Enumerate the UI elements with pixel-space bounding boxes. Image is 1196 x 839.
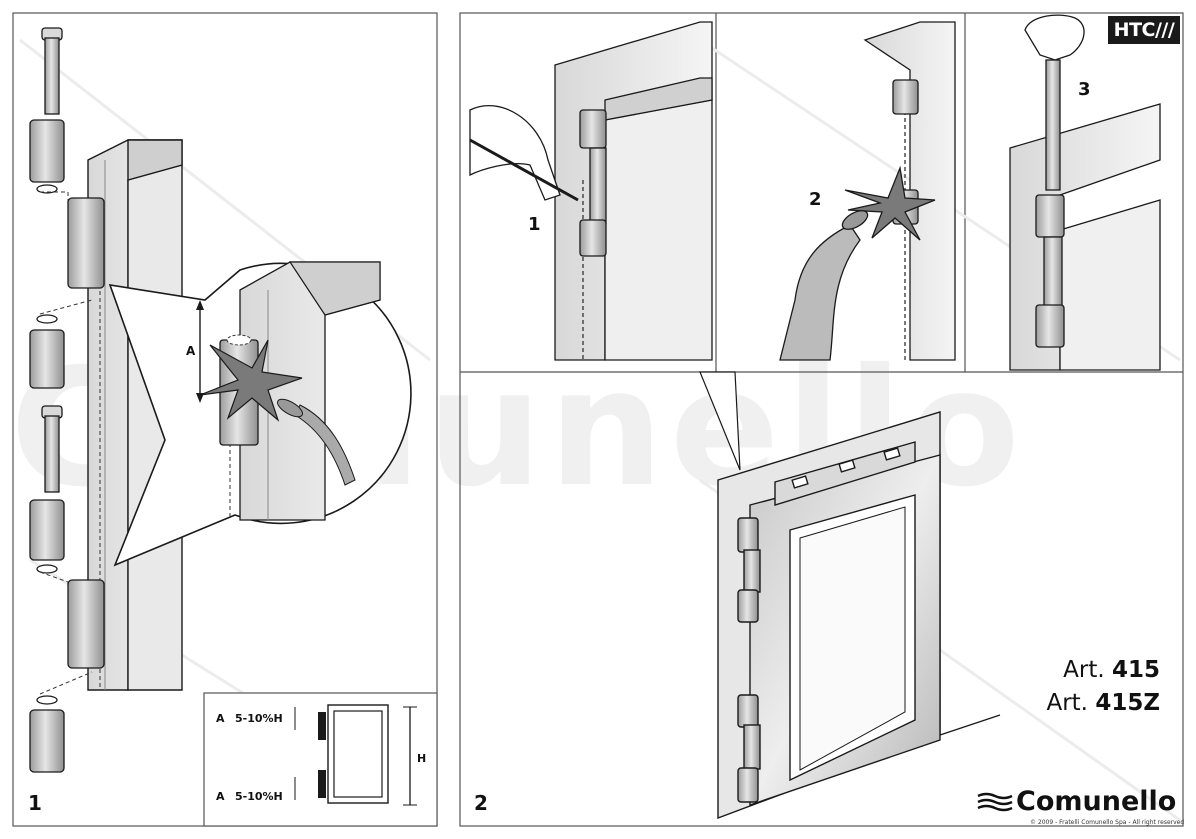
step-2-label: 2 <box>809 189 822 210</box>
brand-logo: Comunello <box>976 786 1176 817</box>
panel1-hinge-set-upper <box>29 27 105 389</box>
panel1-hinge-set-lower <box>29 405 105 773</box>
htc-badge-text: HTC <box>1113 19 1156 41</box>
waves-logo-icon <box>977 792 1013 811</box>
brand-name: Comunello <box>1016 786 1177 817</box>
panel-1-number: 1 <box>28 791 42 815</box>
step1-illustration <box>469 21 713 361</box>
inset-top-value: 5-10%H <box>235 712 283 725</box>
inset-top-a-label: A <box>216 712 225 725</box>
step3-illustration <box>1009 14 1161 371</box>
panel-2-number: 2 <box>474 791 488 815</box>
panel-2-border <box>459 12 1184 827</box>
inset-height-label: H <box>417 752 426 765</box>
article-1-prefix: Art. <box>1063 657 1105 683</box>
copyright-text: © 2009 - Fratelli Comunello Spa - All ri… <box>1030 819 1185 826</box>
htc-badge: HTC/// <box>1108 16 1180 44</box>
inset-bottom-value: 5-10%H <box>235 790 283 803</box>
panel1-detail-bubble <box>108 261 412 567</box>
step-1-label: 1 <box>528 214 541 235</box>
callout-pointer <box>699 371 741 471</box>
article-2-prefix: Art. <box>1046 690 1088 716</box>
panel1-inset-box <box>203 692 438 827</box>
assembled-window <box>717 411 1001 820</box>
article-line-1: Art. 415 <box>1063 657 1160 683</box>
article-line-2: Art. 415Z <box>1046 690 1160 716</box>
article-1-code: 415 <box>1111 657 1160 683</box>
step2-illustration <box>779 21 956 361</box>
article-2-code: 415Z <box>1095 690 1160 716</box>
htc-slash-icon: /// <box>1154 19 1175 41</box>
inset-bottom-a-label: A <box>216 790 225 803</box>
step-3-label: 3 <box>1078 79 1091 100</box>
detail-dimension-label: A <box>186 344 196 358</box>
